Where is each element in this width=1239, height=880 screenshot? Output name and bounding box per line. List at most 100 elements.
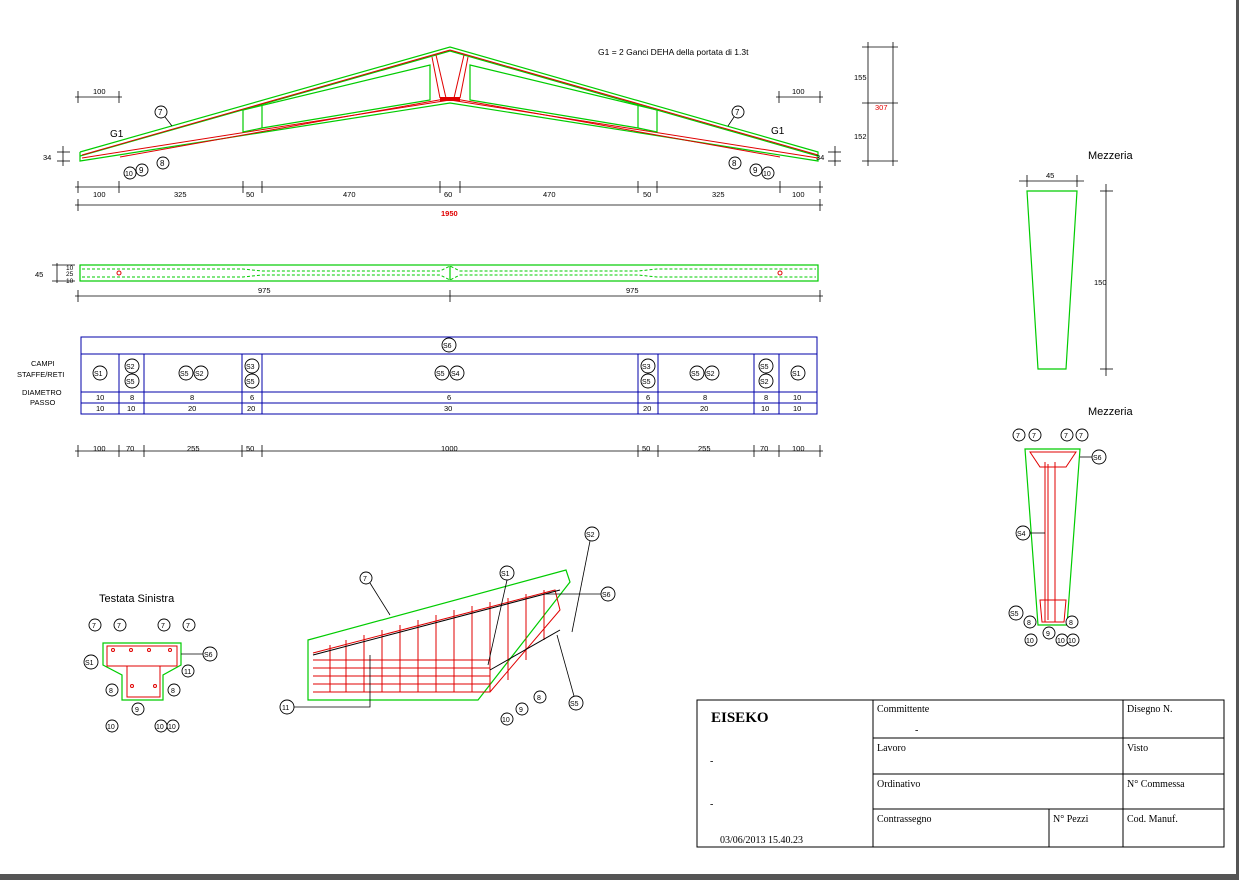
svg-text:10: 10	[168, 724, 176, 731]
tb-commessa: N° Commessa	[1127, 779, 1185, 790]
svg-text:10: 10	[502, 717, 510, 724]
passo-6: 20	[643, 404, 651, 413]
diam-1: 10	[96, 393, 104, 402]
diam-9: 10	[793, 393, 801, 402]
svg-text:S2: S2	[760, 379, 769, 386]
dim-right-top: 155	[854, 73, 867, 82]
svg-text:7: 7	[1079, 433, 1083, 440]
diam-3: 8	[190, 393, 194, 402]
sdim-5: 1000	[441, 444, 458, 453]
tb-ordinativo: Ordinativo	[877, 779, 920, 790]
svg-text:9: 9	[753, 166, 758, 175]
dim-50-right: 50	[643, 190, 651, 199]
dim-325-right: 325	[712, 190, 725, 199]
dim-100-right: 100	[792, 190, 805, 199]
g1-label-left: G1	[110, 129, 124, 140]
schedule-label-passo: PASSO	[30, 398, 55, 407]
sdim-2: 70	[126, 444, 134, 453]
svg-text:7: 7	[161, 623, 165, 630]
svg-text:8: 8	[537, 695, 541, 702]
passo-2: 10	[127, 404, 135, 413]
tb-committente: Committente	[877, 704, 930, 715]
svg-text:11: 11	[184, 669, 191, 676]
svg-text:S5: S5	[691, 371, 700, 378]
tb-codmanuf: Cod. Manuf.	[1127, 814, 1178, 825]
svg-text:7: 7	[92, 623, 96, 630]
schedule-label-staffe: STAFFE/RETI	[17, 370, 64, 379]
passo-3: 20	[188, 404, 196, 413]
opening-left	[242, 64, 431, 133]
section-dim-height: 150	[1094, 278, 1107, 287]
sdim-8: 70	[760, 444, 768, 453]
svg-text:10: 10	[1068, 638, 1076, 645]
svg-text:11: 11	[282, 705, 289, 712]
passo-4: 20	[247, 404, 255, 413]
dim-325-left: 325	[174, 190, 187, 199]
diam-8: 8	[764, 393, 768, 402]
svg-text:8: 8	[171, 688, 175, 695]
dim-top-left: 100	[93, 87, 106, 96]
plan-dim-a: 10	[66, 265, 74, 272]
stirrup-schedule: CAMPI STAFFE/RETI DIAMETRO PASSO S6 S1 S…	[17, 336, 823, 457]
svg-text:S5: S5	[1010, 611, 1019, 618]
svg-text:10: 10	[156, 724, 164, 731]
svg-text:8: 8	[732, 159, 737, 168]
svg-text:S4: S4	[1017, 531, 1026, 538]
svg-text:10: 10	[107, 724, 115, 731]
sdim-3: 255	[187, 444, 200, 453]
plan-dim-total: 45	[35, 270, 43, 279]
svg-text:8: 8	[1027, 620, 1031, 627]
title-block: EISEKO - - 03/06/2013 15.40.23 Committen…	[696, 699, 1225, 848]
svg-text:S3: S3	[246, 364, 255, 371]
svg-text:7: 7	[1016, 433, 1020, 440]
svg-text:S3: S3	[642, 364, 651, 371]
tb-disegno: Disegno N.	[1127, 704, 1173, 715]
passo-9: 10	[793, 404, 801, 413]
opening-right	[469, 64, 658, 133]
testata-outline	[102, 642, 182, 701]
dim-right-total: 307	[875, 103, 888, 112]
passo-7: 20	[700, 404, 708, 413]
svg-text:7: 7	[186, 623, 190, 630]
tb-npezzi: N° Pezzi	[1053, 814, 1089, 825]
company-name: EISEKO	[711, 710, 769, 726]
svg-text:10: 10	[763, 171, 771, 178]
svg-text:10: 10	[1057, 638, 1065, 645]
dim-100-left: 100	[93, 190, 106, 199]
diam-7: 8	[703, 393, 707, 402]
svg-text:S1: S1	[85, 660, 94, 667]
svg-text:S6: S6	[1093, 455, 1102, 462]
tb-dash-1: -	[710, 756, 713, 767]
tb-dash-2: -	[710, 799, 713, 810]
svg-text:S5: S5	[760, 364, 769, 371]
passo-8: 10	[761, 404, 769, 413]
mezzeria-section: Mezzeria 45 150	[1019, 150, 1134, 376]
mezzeria-detail: Mezzeria 7 7 7 7 S6 S4 S5 8 8 9 10 10 10	[1008, 406, 1134, 647]
dim-height-left: 34	[43, 153, 51, 162]
svg-text:S5: S5	[642, 379, 651, 386]
svg-text:S5: S5	[180, 371, 189, 378]
schedule-label-campi: CAMPI	[31, 359, 55, 368]
svg-text:S5: S5	[436, 371, 445, 378]
svg-text:8: 8	[160, 159, 165, 168]
tb-lavoro: Lavoro	[877, 743, 906, 754]
sdim-7: 255	[698, 444, 711, 453]
tb-date: 03/06/2013 15.40.23	[720, 835, 803, 846]
section-outline	[1026, 190, 1078, 370]
bubbles-elevation: 7 7 8 9 10 8 9 10	[123, 105, 775, 180]
g1-label-right: G1	[771, 126, 785, 137]
diam-5: 6	[447, 393, 451, 402]
svg-text:7: 7	[158, 108, 163, 117]
svg-text:10: 10	[125, 171, 133, 178]
plan-dim-c: 10	[66, 278, 74, 285]
svg-text:S4: S4	[451, 371, 460, 378]
g1-note: G1 = 2 Ganci DEHA della portata di 1.3t	[598, 47, 749, 57]
dim-chain-ticks	[77, 181, 821, 193]
svg-text:8: 8	[1069, 620, 1073, 627]
diam-4: 6	[250, 393, 254, 402]
sdim-1: 100	[93, 444, 106, 453]
beam-end-3d-detail: 7 S1 S2 S6 S5 11 8 9 10	[279, 526, 616, 726]
mezzeria-detail-title: Mezzeria	[1088, 406, 1134, 418]
schedule-label-diametro: DIAMETRO	[22, 388, 62, 397]
